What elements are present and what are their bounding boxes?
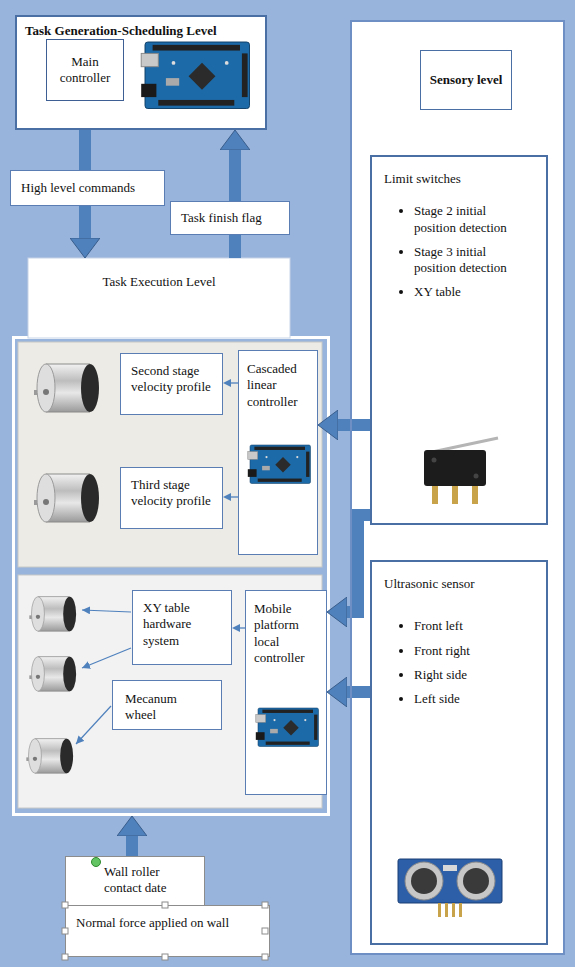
transducer-mesh bbox=[463, 868, 489, 894]
node-title: Third stage velocity profile bbox=[131, 477, 212, 510]
execution-header bbox=[28, 258, 290, 338]
flow-label-box: High level commands bbox=[10, 170, 165, 206]
resize-handle bbox=[62, 928, 68, 934]
bullet-list: Front leftFront rightRight sideLeft side bbox=[384, 618, 534, 707]
list-item: XY table bbox=[414, 284, 518, 300]
node-title: Ultrasonic sensor bbox=[384, 576, 534, 592]
arduino-board bbox=[256, 708, 319, 747]
bullet-list: Stage 2 initial position detectionStage … bbox=[384, 203, 534, 300]
switch-rivet bbox=[432, 458, 437, 463]
node-title: Limit switches bbox=[384, 171, 534, 187]
switch-body bbox=[424, 450, 486, 486]
wheel-box: Mecanum wheel bbox=[112, 680, 222, 730]
leader-arrow bbox=[82, 610, 131, 612]
resize-handle bbox=[62, 954, 68, 960]
sensor-board bbox=[398, 859, 502, 903]
arduino-board bbox=[141, 42, 249, 109]
gear-motor bbox=[34, 474, 99, 522]
list-item: Front right bbox=[414, 643, 534, 659]
flow-arrow bbox=[338, 419, 370, 431]
node-title: Task Generation-Scheduling Level bbox=[17, 17, 265, 45]
node-title: Second stage velocity profile bbox=[131, 363, 212, 396]
signal-arrow bbox=[231, 496, 238, 497]
stage-panel bbox=[18, 342, 322, 567]
rotate-handle bbox=[92, 858, 101, 867]
transducer-mesh bbox=[411, 868, 437, 894]
execution-frame bbox=[14, 338, 329, 815]
resize-handle bbox=[162, 902, 168, 908]
resize-handle bbox=[262, 928, 268, 934]
switch-pin bbox=[452, 486, 458, 504]
node-title: Sensory level bbox=[420, 50, 512, 110]
node-title: Main controller bbox=[51, 54, 119, 87]
leader-arrow bbox=[76, 706, 111, 744]
list-item: Stage 2 initial position detection bbox=[414, 203, 518, 236]
node-title: Mobile platform local controller bbox=[254, 601, 318, 666]
hardware-box: XY table hardware system bbox=[132, 590, 232, 665]
switch-rivet bbox=[474, 474, 479, 479]
transducer bbox=[405, 862, 443, 900]
list-item: Front left bbox=[414, 618, 534, 634]
list-item: Right side bbox=[414, 667, 534, 683]
profile-box: Second stage velocity profile bbox=[120, 353, 223, 415]
switch-lever bbox=[432, 438, 498, 452]
crystal bbox=[443, 865, 457, 871]
ultrasonic-picture bbox=[398, 859, 502, 917]
arduino-board bbox=[248, 445, 311, 484]
sensor-pin bbox=[452, 903, 455, 917]
transducer bbox=[457, 862, 495, 900]
sensor-pin bbox=[459, 903, 462, 917]
signal-arrow bbox=[231, 382, 238, 383]
sensor-pin bbox=[445, 903, 448, 917]
node-title: Mecanum wheel bbox=[125, 691, 209, 724]
resize-handle bbox=[262, 902, 268, 908]
resize-handle bbox=[262, 954, 268, 960]
resize-handle bbox=[162, 954, 168, 960]
controller-box: Main controller bbox=[46, 39, 124, 101]
node-title: XY table hardware system bbox=[143, 600, 221, 649]
leader-arrow bbox=[82, 648, 131, 668]
sensor-pin bbox=[438, 903, 441, 917]
limit-switch-picture bbox=[424, 438, 498, 504]
profile-box: Third stage velocity profile bbox=[120, 467, 223, 529]
node-title: Task finish flag bbox=[181, 210, 262, 226]
text-box: Wall roller contact date bbox=[65, 856, 205, 906]
list-item: Left side bbox=[414, 691, 534, 707]
gear-motor bbox=[29, 597, 76, 632]
text-box: Normal force applied on wall bbox=[65, 905, 270, 957]
resize-handle bbox=[62, 902, 68, 908]
node-title: Normal force applied on wall bbox=[66, 906, 269, 940]
switch-pin bbox=[432, 486, 438, 504]
flow-label-box: Task finish flag bbox=[170, 201, 290, 235]
switch-pin bbox=[472, 486, 478, 504]
flow-arrow bbox=[126, 836, 138, 856]
local-controller-box: Mobile platform local controller bbox=[245, 590, 327, 795]
gear-motor bbox=[29, 657, 76, 692]
wheel-motor bbox=[26, 739, 73, 774]
node-title: Task Execution Level bbox=[28, 258, 290, 290]
list-item: Stage 3 initial position detection bbox=[414, 244, 518, 277]
node-title: High level commands bbox=[21, 180, 135, 196]
gear-motor bbox=[34, 364, 99, 412]
node-title: Cascaded linear controller bbox=[247, 361, 309, 410]
node-title: Wall roller contact date bbox=[66, 857, 204, 897]
panel-ground bbox=[350, 20, 565, 955]
